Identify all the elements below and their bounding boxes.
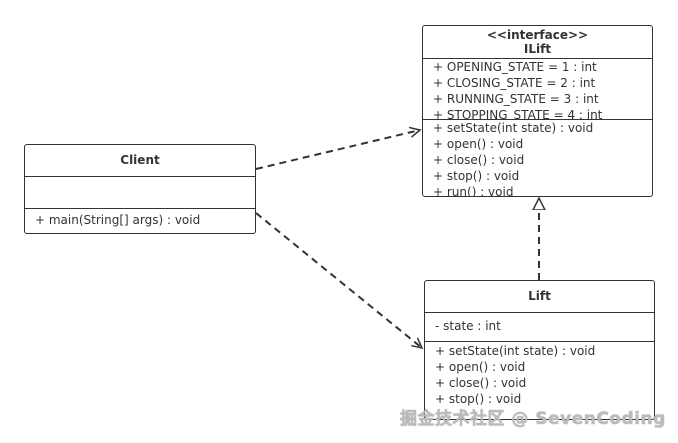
interface-ilift[interactable]: <<interface>> ILift + OPENING_STATE = 1 … bbox=[422, 25, 653, 197]
method: + stop() : void bbox=[435, 392, 522, 406]
class-client[interactable]: Client + main(String[] args) : void bbox=[24, 144, 256, 234]
dependency-client-ilift bbox=[255, 130, 420, 170]
method: + main(String[] args) : void bbox=[35, 213, 201, 227]
dependency-client-lift bbox=[255, 212, 422, 348]
methods: + main(String[] args) : void bbox=[25, 209, 255, 229]
class-header: <<interface>> ILift bbox=[423, 26, 652, 59]
attributes: + OPENING_STATE = 1 : int + CLOSING_STAT… bbox=[423, 59, 652, 120]
method: + setState(int state) : void bbox=[433, 121, 594, 135]
methods: + setState(int state) : void + open() : … bbox=[423, 120, 652, 197]
method: + open() : void bbox=[433, 137, 524, 151]
class-name: ILift bbox=[523, 42, 552, 56]
class-name: Client bbox=[25, 145, 255, 177]
method: + close() : void bbox=[433, 153, 525, 167]
method: + setState(int state) : void bbox=[435, 344, 596, 358]
methods: + setState(int state) : void + open() : … bbox=[425, 342, 654, 408]
attributes: - state : int bbox=[425, 313, 654, 342]
attribute: + STOPPING_STATE = 4 : int bbox=[433, 108, 603, 120]
method: + run() : void bbox=[433, 185, 514, 197]
method: + stop() : void bbox=[433, 169, 520, 183]
attribute: - state : int bbox=[435, 319, 501, 333]
attribute: + OPENING_STATE = 1 : int bbox=[433, 60, 597, 74]
attribute: + CLOSING_STATE = 2 : int bbox=[433, 76, 596, 90]
stereotype: <<interface>> bbox=[486, 28, 589, 42]
attribute: + RUNNING_STATE = 3 : int bbox=[433, 92, 599, 106]
method: + close() : void bbox=[435, 376, 527, 390]
watermark: 掘金技术社区 @ SevenCoding bbox=[400, 409, 666, 429]
class-lift[interactable]: Lift - state : int + setState(int state)… bbox=[424, 280, 655, 420]
method: + open() : void bbox=[435, 360, 526, 374]
class-name: Lift bbox=[425, 281, 654, 313]
attributes bbox=[25, 177, 255, 209]
